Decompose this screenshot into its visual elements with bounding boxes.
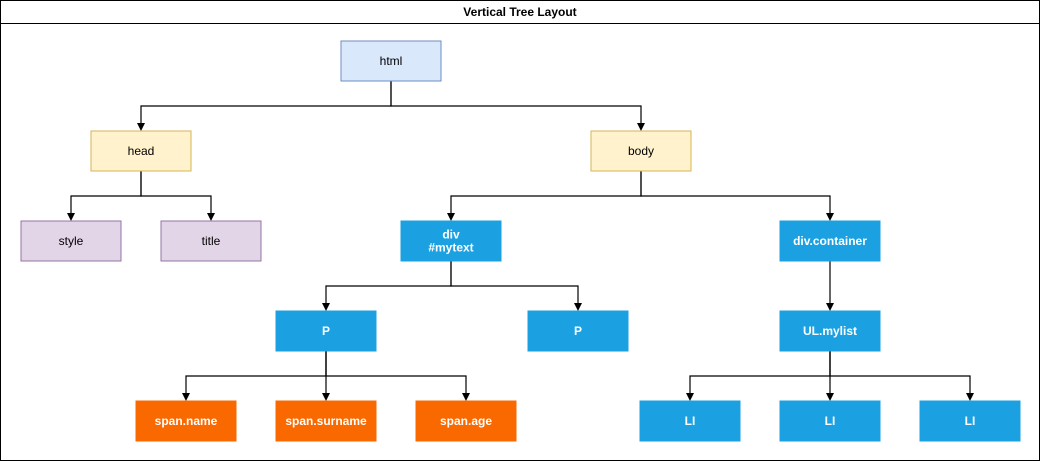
node-box [275, 310, 377, 352]
edge-p1-span_age [325, 351, 467, 395]
arrowhead [447, 213, 455, 221]
node-style[interactable]: style [20, 220, 122, 262]
node-label: title [202, 234, 221, 248]
node-box [340, 40, 442, 82]
node-box [590, 130, 692, 172]
node-box [90, 130, 192, 172]
edges-layer [67, 81, 974, 401]
node-box [400, 220, 502, 262]
node-body[interactable]: body [590, 130, 692, 172]
node-div-container[interactable]: div.container [779, 220, 881, 262]
edge-div_mytext-p1 [325, 261, 452, 305]
node-p2[interactable]: P [527, 310, 629, 352]
node-div-mytext[interactable]: div#mytext [400, 220, 502, 262]
arrowhead [322, 303, 330, 311]
edge-body-div_mytext [450, 171, 642, 215]
nodes-layer: html head body style title div#mytext div.cont… [20, 40, 1021, 442]
node-label: P [322, 324, 330, 338]
node-label: LI [825, 414, 836, 428]
node-box [779, 400, 881, 442]
node-box [160, 220, 262, 262]
node-label: LI [685, 414, 696, 428]
node-label: UL.mylist [803, 324, 857, 338]
edge-ul-li3 [829, 351, 971, 395]
node-label: span.name [155, 414, 218, 428]
diagram-title: Vertical Tree Layout [1, 1, 1039, 24]
node-label: P [574, 324, 582, 338]
node-box [639, 400, 741, 442]
node-label: div.container [793, 234, 867, 248]
arrowhead [462, 393, 470, 401]
node-label: div [442, 228, 460, 242]
arrowhead [686, 393, 694, 401]
arrowhead [67, 213, 75, 221]
arrowhead [574, 303, 582, 311]
node-label: span.surname [285, 414, 367, 428]
node-label: head [128, 144, 155, 158]
node-label: html [380, 54, 403, 68]
node-label: LI [965, 414, 976, 428]
edge-div_mytext-p2 [450, 261, 579, 305]
node-box [135, 400, 237, 442]
node-label: #mytext [428, 241, 473, 255]
arrowhead [826, 393, 834, 401]
node-head[interactable]: head [90, 130, 192, 172]
edge-head-title [140, 171, 212, 215]
node-box [20, 220, 122, 262]
node-li2[interactable]: LI [779, 400, 881, 442]
node-box [779, 310, 881, 352]
edge-html-head [140, 81, 392, 125]
node-box [919, 400, 1021, 442]
node-li3[interactable]: LI [919, 400, 1021, 442]
edge-p1-span_name [185, 351, 327, 395]
edge-ul-li1 [689, 351, 831, 395]
edge-html-body [390, 81, 642, 125]
node-html[interactable]: html [340, 40, 442, 82]
arrowhead [966, 393, 974, 401]
node-box [415, 400, 517, 442]
edge-body-div_container [640, 171, 831, 215]
node-p1[interactable]: P [275, 310, 377, 352]
edge-head-style [70, 171, 142, 215]
node-label: style [59, 234, 84, 248]
arrowhead [826, 213, 834, 221]
arrowhead [826, 303, 834, 311]
node-ul[interactable]: UL.mylist [779, 310, 881, 352]
node-span-surname[interactable]: span.surname [275, 400, 377, 442]
node-box [275, 400, 377, 442]
node-label: body [628, 144, 654, 158]
node-box [527, 310, 629, 352]
arrowhead [137, 123, 145, 131]
node-span-name[interactable]: span.name [135, 400, 237, 442]
node-li1[interactable]: LI [639, 400, 741, 442]
node-title[interactable]: title [160, 220, 262, 262]
arrowhead [182, 393, 190, 401]
arrowhead [207, 213, 215, 221]
arrowhead [637, 123, 645, 131]
node-box [779, 220, 881, 262]
node-label: span.age [440, 414, 492, 428]
arrowhead [322, 393, 330, 401]
node-span-age[interactable]: span.age [415, 400, 517, 442]
